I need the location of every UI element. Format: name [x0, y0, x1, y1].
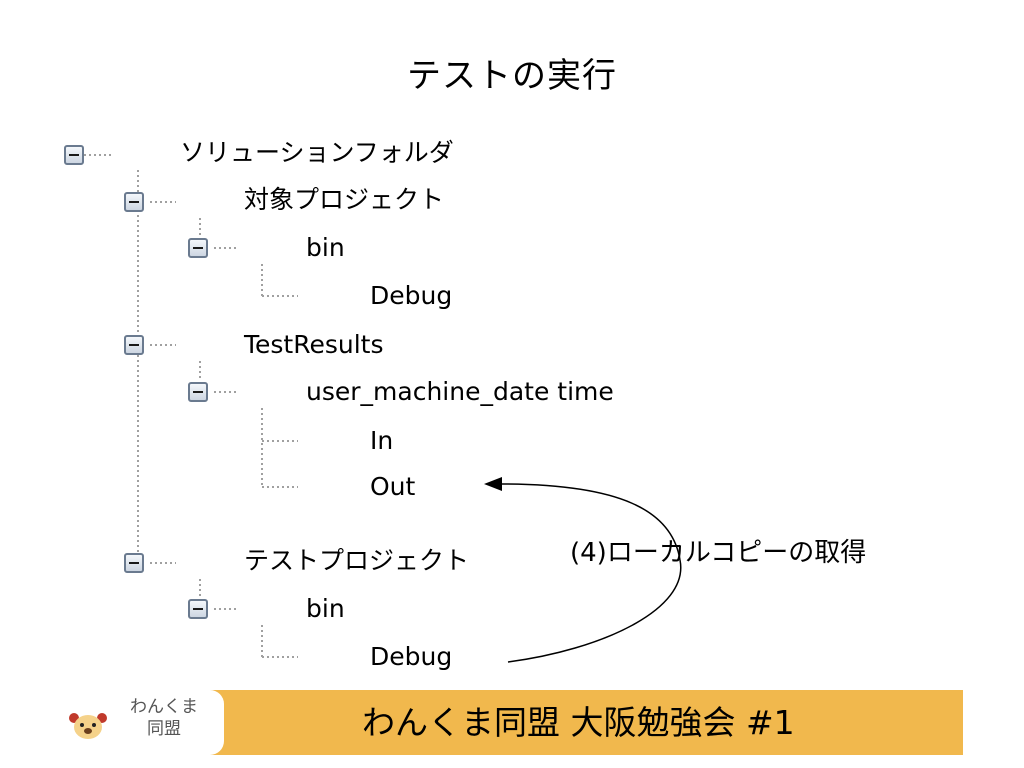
tree-node-out-folder: Out [370, 472, 416, 501]
tree-node-in-folder: In [370, 426, 394, 455]
local-copy-label: (4)ローカルコピーの取得 [570, 538, 867, 568]
expander-target-project[interactable] [124, 192, 144, 212]
expander-target-bin[interactable] [188, 238, 208, 258]
expander-run-folder[interactable] [188, 382, 208, 402]
expander-test-bin[interactable] [188, 599, 208, 619]
tree-node-target-debug: Debug [370, 281, 453, 310]
footer-bar: わんくま 同盟 わんくま同盟 大阪勉強会 #1 [52, 690, 963, 755]
tree-node-test-debug: Debug [370, 642, 453, 671]
logo-line-2: 同盟 [147, 719, 181, 739]
tree-node-target-project: 対象プロジェクト [244, 185, 445, 214]
tree-node-test-project: テストプロジェクト [244, 546, 470, 575]
tree-node-test-bin: bin [306, 594, 345, 623]
logo-text: わんくま 同盟 [114, 696, 214, 740]
footer-logo: わんくま 同盟 [52, 690, 224, 755]
logo-line-1: わんくま [130, 697, 198, 717]
tree-guide-lines [84, 154, 682, 663]
expander-test-project[interactable] [124, 553, 144, 573]
arrow-head [484, 477, 502, 491]
tree-node-solution-folder: ソリューションフォルダ [180, 138, 454, 167]
expander-solution-folder[interactable] [64, 145, 84, 165]
local-copy-arrow [499, 483, 682, 663]
bear-logo-icon [69, 713, 107, 739]
slide-title: テストの実行 [407, 56, 617, 96]
expander-test-results[interactable] [124, 335, 144, 355]
tree-node-target-bin: bin [306, 233, 345, 262]
tree-node-run-folder: user_machine_date time [306, 377, 614, 406]
tree-node-test-results: TestResults [244, 330, 384, 359]
footer-title: わんくま同盟 大阪勉強会 #1 [362, 703, 795, 742]
